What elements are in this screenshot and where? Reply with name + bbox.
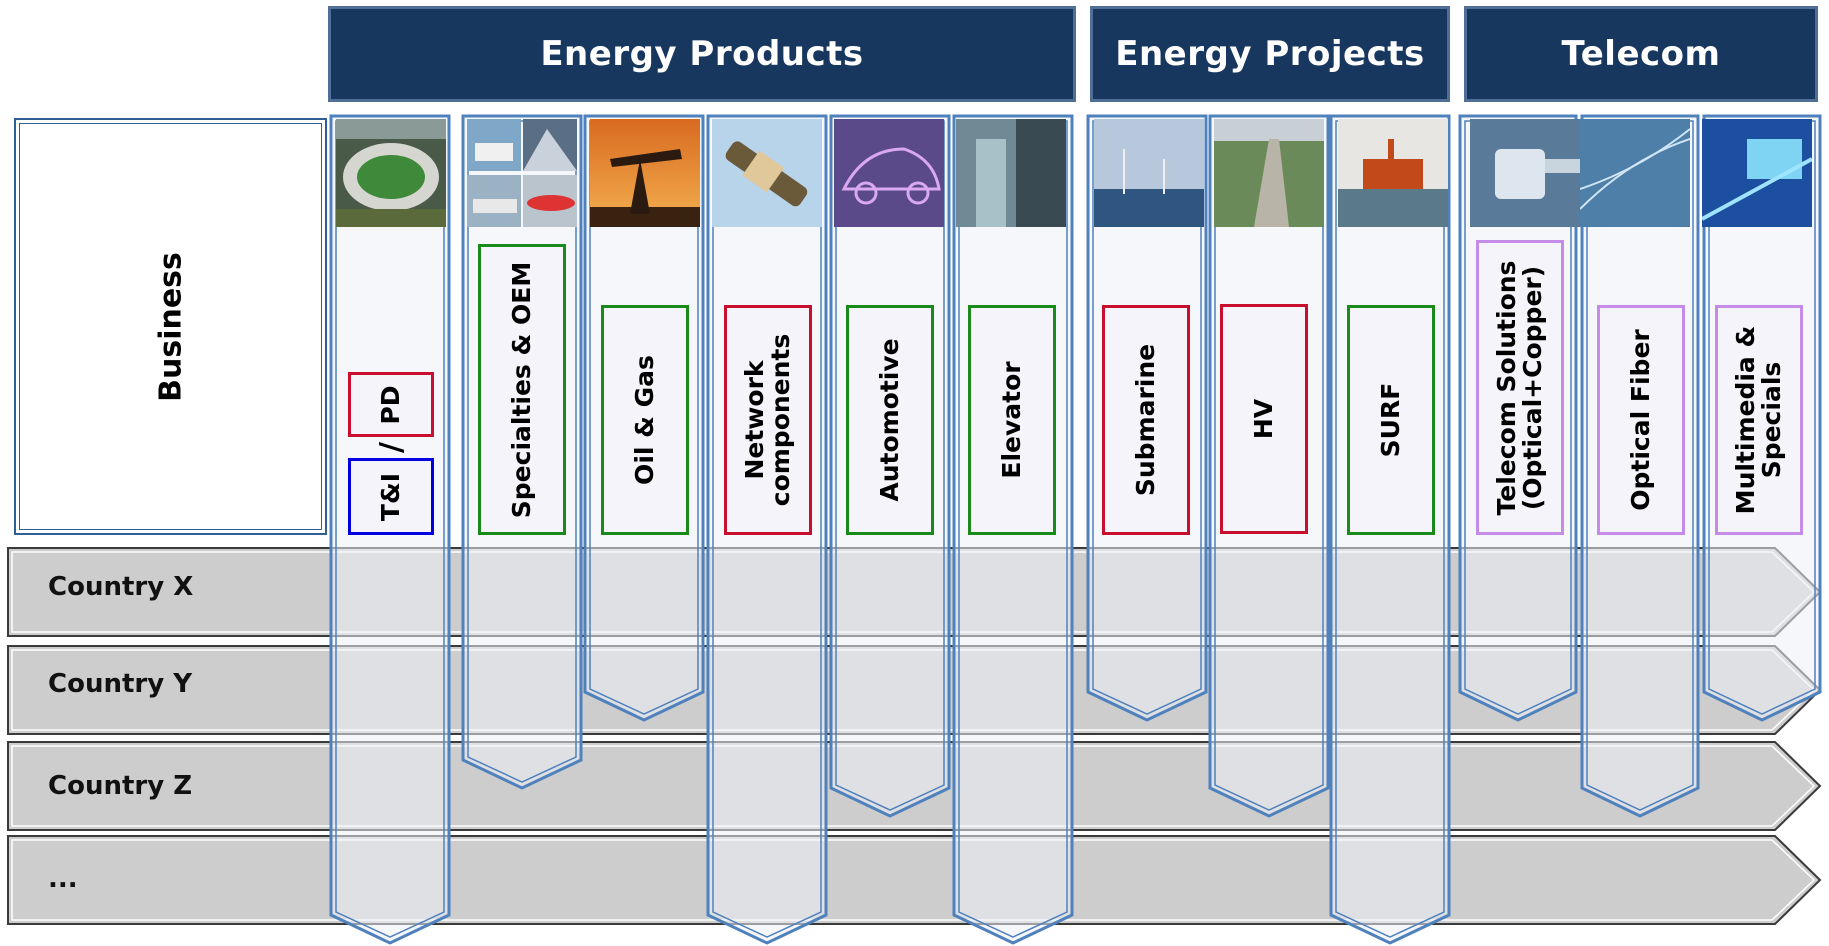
building-photo: [956, 119, 1066, 227]
label-oil-gas: Oil & Gas: [629, 355, 659, 485]
label-box-hv: HV: [1220, 304, 1308, 534]
label-elevator: Elevator: [996, 361, 1026, 479]
label-hv: HV: [1248, 398, 1278, 440]
ships-collage-photo: [467, 119, 577, 227]
row-label-country-z: Country Z: [48, 771, 193, 801]
label-box-surf: SURF: [1347, 305, 1435, 535]
cable-trench-photo: [1214, 119, 1324, 227]
fiber-strands-photo: [1580, 119, 1690, 227]
label-box-network-components: Network components: [724, 305, 812, 535]
label-box-specialties-oem: Specialties & OEM: [478, 244, 566, 535]
label-network-components: Network components: [739, 333, 795, 507]
business-box: Business: [14, 118, 327, 535]
label-box-submarine: Submarine: [1102, 305, 1190, 535]
oil-platform-photo: [1338, 119, 1448, 227]
label-surf: SURF: [1375, 382, 1405, 458]
wireframe-car-photo: [834, 119, 944, 227]
row-label-ellipsis: ...: [48, 864, 78, 894]
label-automotive: Automotive: [874, 338, 904, 502]
header-telecom-label: Telecom: [1561, 34, 1721, 74]
header-energy-products: Energy Products: [328, 6, 1076, 102]
label-pd: PD: [375, 384, 405, 425]
screen-light-photo: [1702, 119, 1812, 227]
label-multimedia-specials: Multimedia & Specials: [1730, 325, 1786, 515]
row-label-country-x: Country X: [48, 572, 194, 602]
row-arrow-ellipsis-inner: [11, 839, 1816, 921]
label-separator-slash: /: [373, 442, 409, 453]
offshore-wind-photo: [1094, 119, 1204, 227]
label-telecom-solutions: Telecom Solutions (Optical+Copper): [1491, 260, 1547, 515]
cable-connector-photo: [712, 119, 822, 227]
row-label-country-y: Country Y: [48, 669, 193, 699]
label-box-optical-fiber: Optical Fiber: [1597, 305, 1685, 535]
label-box-elevator: Elevator: [968, 305, 1056, 535]
label-optical-fiber: Optical Fiber: [1625, 329, 1655, 511]
label-box-automotive: Automotive: [846, 305, 934, 535]
label-box-oil-gas: Oil & Gas: [601, 305, 689, 535]
header-energy-projects: Energy Projects: [1090, 6, 1450, 102]
label-box-telecom-solutions: Telecom Solutions (Optical+Copper): [1476, 240, 1564, 535]
label-box-pd: PD: [348, 372, 434, 437]
label-specialties-oem: Specialties & OEM: [506, 261, 536, 518]
header-energy-products-label: Energy Products: [540, 34, 864, 74]
row-arrow-ellipsis: [7, 835, 1822, 925]
stadium-photo: [336, 119, 446, 227]
row-arrow-country-z-inner: [11, 745, 1816, 827]
header-energy-projects-label: Energy Projects: [1115, 34, 1425, 74]
oil-pump-photo: [590, 119, 700, 227]
label-ti: T&I: [375, 472, 405, 521]
label-box-multimedia-specials: Multimedia & Specials: [1715, 305, 1803, 535]
rj45-plug-photo: [1470, 119, 1580, 227]
header-telecom: Telecom: [1464, 6, 1818, 102]
label-submarine: Submarine: [1130, 343, 1160, 497]
label-box-ti: T&I: [348, 458, 434, 535]
